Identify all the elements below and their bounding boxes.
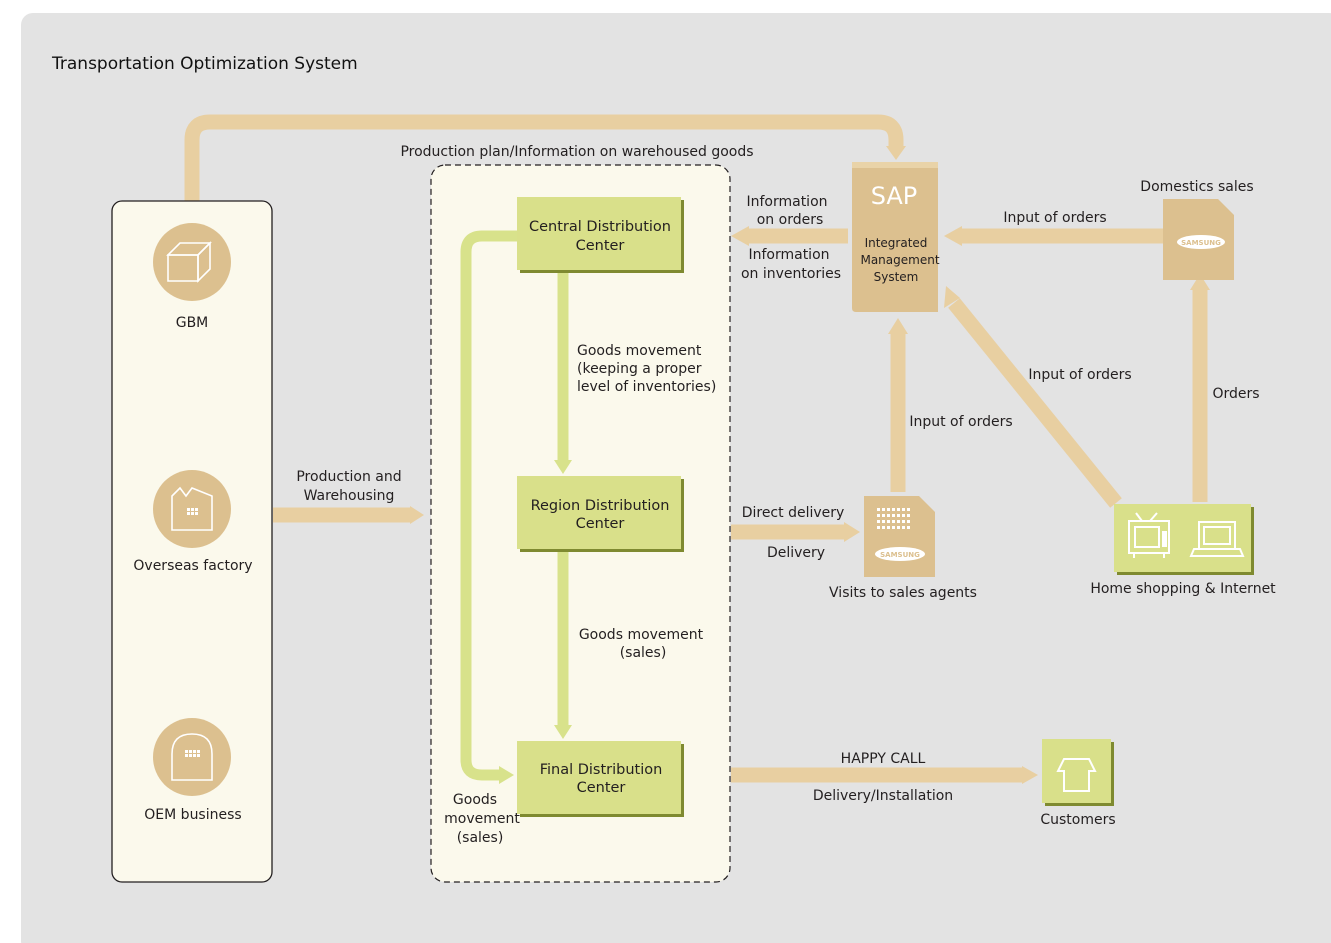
domestic-sales-label: Domestics sales — [1140, 179, 1253, 195]
diagram-title: Transportation Optimization System — [51, 54, 358, 74]
arrow-central-to-final — [460, 230, 517, 781]
direct-delivery-label: Direct delivery — [742, 505, 845, 521]
delivery-label: Delivery — [767, 545, 825, 561]
factory-icon — [171, 486, 213, 531]
sap-box: SAP Integrated Management System — [852, 162, 940, 312]
goods-movement-3-line2: movement — [444, 811, 520, 827]
domestic-samsung-logo: SAMSUNG — [1181, 239, 1221, 247]
goods-movement-1-line2: (keeping a proper — [577, 361, 702, 377]
arrows-green — [460, 230, 569, 781]
visits-label: Visits to sales agents — [829, 585, 977, 601]
sap-label-line1: Integrated — [865, 236, 928, 250]
sap-label-line3: System — [874, 270, 919, 284]
delivery-installation-label: Delivery/Installation — [813, 788, 953, 804]
central-center-line2: Center — [576, 238, 625, 254]
input-orders-domestic: Input of orders — [1003, 210, 1106, 226]
oem-building-icon — [171, 733, 213, 781]
arrowheads-tan — [410, 146, 1210, 784]
goods-movement-3-line3: (sales) — [457, 830, 504, 846]
goods-movement-3-line1: Goods — [453, 792, 497, 808]
overseas-node: Overseas factory — [133, 470, 253, 574]
tv-icon — [1128, 512, 1170, 558]
oem-windows-icon — [185, 750, 200, 757]
sap-logo: SAP — [871, 182, 918, 210]
info-inventories-line2: on inventories — [741, 266, 841, 282]
store-icon — [1056, 758, 1097, 792]
final-center-box: Final Distribution Center — [517, 741, 684, 817]
customers-card — [1042, 739, 1114, 806]
arrow-home-to-sap — [948, 298, 1122, 508]
region-center-line2: Center — [576, 516, 625, 532]
happy-call-label: HAPPY CALL — [841, 751, 926, 767]
goods-movement-2-line2: (sales) — [620, 645, 667, 661]
gbm-node: GBM — [153, 223, 231, 331]
sap-card — [852, 162, 938, 312]
input-orders-visits: Input of orders — [909, 414, 1012, 430]
production-warehousing-line1: Production and — [296, 469, 401, 485]
overseas-label: Overseas factory — [133, 558, 252, 574]
domestic-sales-card: SAMSUNG — [1163, 199, 1234, 280]
home-shopping-card — [1114, 504, 1254, 575]
goods-movement-1-line1: Goods movement — [577, 343, 702, 359]
info-orders-line2: on orders — [757, 212, 824, 228]
region-center-box: Region Distribution Center — [517, 476, 684, 552]
info-inventories-line1: Information — [748, 247, 829, 263]
customers-label: Customers — [1040, 812, 1115, 828]
arrow-gbm-to-sap — [184, 114, 904, 202]
gbm-label: GBM — [176, 315, 209, 331]
central-center-line1: Central Distribution — [529, 219, 671, 235]
production-plan-label: Production plan/Information on warehouse… — [400, 144, 753, 160]
oem-label: OEM business — [144, 807, 241, 823]
goods-movement-2-line1: Goods movement — [579, 627, 704, 643]
central-center-box: Central Distribution Center — [517, 197, 684, 273]
agent-samsung-logo: SAMSUNG — [880, 551, 920, 559]
arrowheads-green — [499, 460, 572, 784]
laptop-icon — [1189, 521, 1245, 557]
info-orders-line1: Information — [746, 194, 827, 210]
region-center-line1: Region Distribution — [531, 498, 670, 514]
sales-agent-card: SAMSUNG — [864, 496, 935, 577]
arrows-tan — [184, 114, 1208, 783]
oem-node: OEM business — [144, 718, 242, 823]
factory-windows-icon — [187, 508, 198, 515]
sales-agent-building-icon — [877, 508, 910, 529]
sap-label-line2: Management — [860, 253, 939, 267]
container-icon — [166, 241, 212, 283]
production-warehousing-line2: Warehousing — [304, 488, 395, 504]
home-shopping-label: Home shopping & Internet — [1090, 581, 1276, 597]
orders-label: Orders — [1212, 386, 1259, 402]
final-center-line2: Center — [577, 780, 626, 796]
goods-movement-1-line3: level of inventories) — [577, 379, 716, 395]
input-orders-home: Input of orders — [1028, 367, 1131, 383]
gbm-circle — [153, 223, 231, 301]
final-center-line1: Final Distribution — [540, 762, 663, 778]
